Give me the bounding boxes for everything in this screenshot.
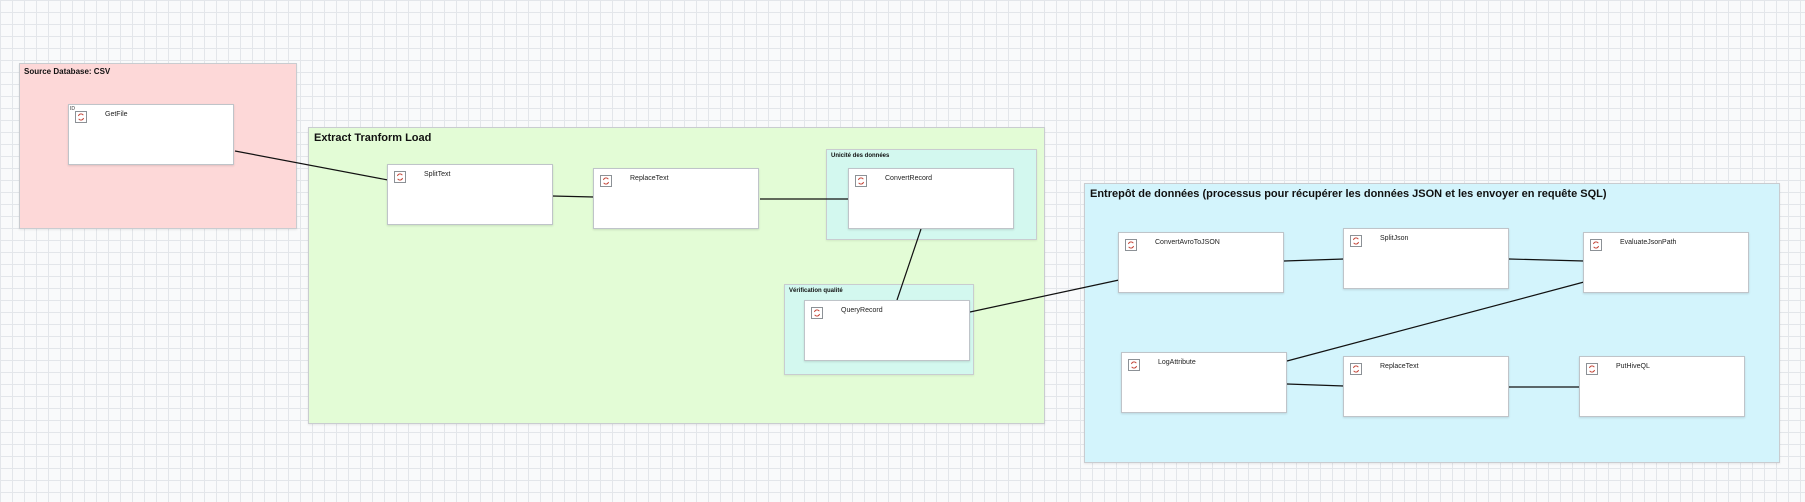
processor-icon xyxy=(75,111,87,123)
processor-name: QueryRecord xyxy=(841,307,883,314)
processor-splitjson[interactable]: SplitJson xyxy=(1343,228,1509,289)
processor-convertavrotojson[interactable]: ConvertAvroToJSON xyxy=(1118,232,1284,293)
processor-icon xyxy=(855,175,867,187)
group-entrepot-label: Entrepôt de données (processus pour récu… xyxy=(1090,188,1607,200)
processor-name: EvaluateJsonPath xyxy=(1620,239,1677,246)
processor-name: GetFile xyxy=(105,111,128,118)
processor-icon xyxy=(600,175,612,187)
processor-icon xyxy=(1128,359,1140,371)
processor-evaluatejsonpath[interactable]: EvaluateJsonPath xyxy=(1583,232,1749,293)
processor-puthiveql[interactable]: PutHiveQL xyxy=(1579,356,1745,417)
group-etl-label: Extract Tranform Load xyxy=(314,132,432,144)
processor-icon xyxy=(811,307,823,319)
processor-name: ReplaceText xyxy=(630,175,669,182)
connection-logattribute-replacetext[interactable] xyxy=(1286,383,1345,387)
connection-splitjson-evaluatejsonpath[interactable] xyxy=(1508,258,1585,262)
processor-splittext[interactable]: SplitText xyxy=(387,164,553,225)
connection-convertrecord-queryrecord[interactable] xyxy=(896,228,922,301)
processor-name: ReplaceText xyxy=(1380,363,1419,370)
processor-logattribute[interactable]: LogAttribute xyxy=(1121,352,1287,413)
processor-replacetext-etl[interactable]: ReplaceText xyxy=(593,168,759,229)
processor-name: SplitJson xyxy=(1380,235,1409,242)
connection-convertavrotojson-splitjson[interactable] xyxy=(1283,258,1345,262)
processor-id: ID xyxy=(70,106,75,112)
processor-icon xyxy=(1590,239,1602,251)
processor-icon xyxy=(394,171,406,183)
processor-queryrecord[interactable]: QueryRecord xyxy=(804,300,970,361)
processor-convertrecord[interactable]: ConvertRecord xyxy=(848,168,1014,229)
processor-icon xyxy=(1350,363,1362,375)
processor-getfile[interactable]: ID GetFile xyxy=(68,104,234,165)
connection-evaluatejsonpath-logattribute[interactable] xyxy=(1286,281,1585,362)
connection-getfile-splittext[interactable] xyxy=(234,150,389,181)
processor-name: ConvertAvroToJSON xyxy=(1155,239,1220,246)
processor-icon xyxy=(1125,239,1137,251)
group-source-database-label: Source Database: CSV xyxy=(24,67,111,76)
connection-queryrecord-convertavrotojson[interactable] xyxy=(969,279,1120,313)
group-verification-label: Vérification qualité xyxy=(789,288,843,294)
processor-name: PutHiveQL xyxy=(1616,363,1650,370)
processor-replacetext-dw[interactable]: ReplaceText xyxy=(1343,356,1509,417)
processor-name: LogAttribute xyxy=(1158,359,1196,366)
processor-name: ConvertRecord xyxy=(885,175,933,182)
processor-icon xyxy=(1586,363,1598,375)
group-unicite-label: Unicité des données xyxy=(831,153,890,159)
connection-splittext-replacetext[interactable] xyxy=(551,195,595,198)
processor-icon xyxy=(1350,235,1362,247)
processor-name: SplitText xyxy=(424,171,451,178)
